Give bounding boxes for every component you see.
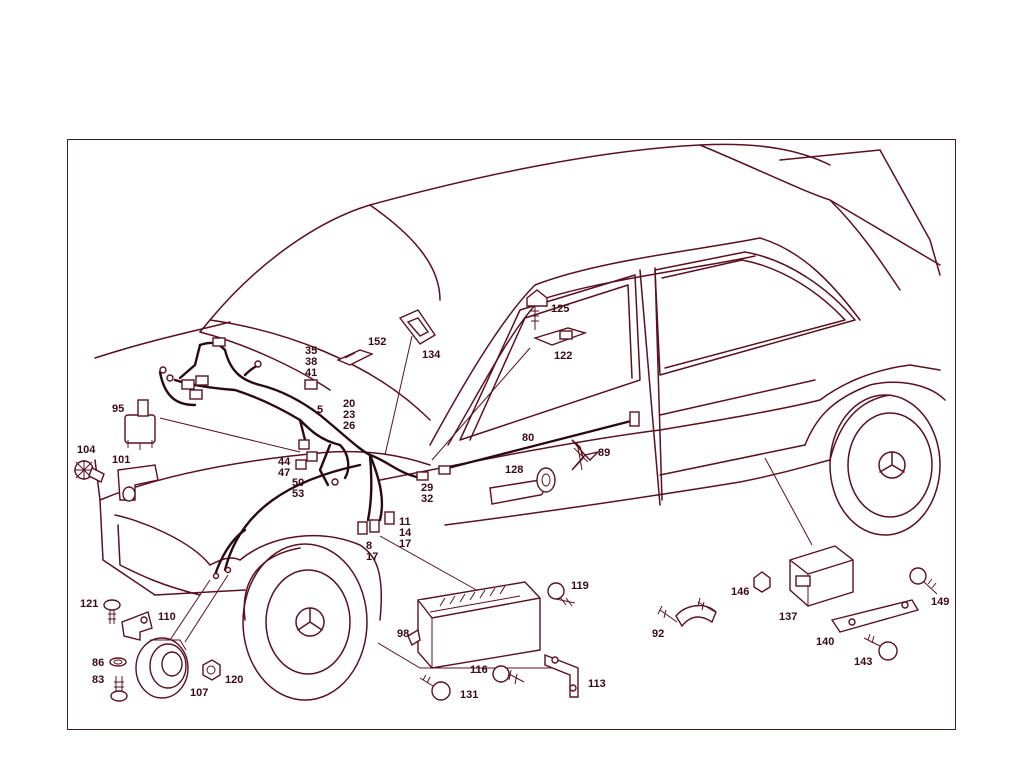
part-131-bolt: [419, 674, 451, 701]
callout-14: 14: [399, 527, 412, 539]
part-146-nut: [753, 571, 771, 593]
callout-80: 80: [522, 432, 534, 444]
part-101-bracket: [117, 464, 159, 502]
callout-122: 122: [554, 350, 572, 362]
callout-32: 32: [421, 493, 433, 505]
callout-113: 113: [588, 678, 606, 690]
callout-146: 146: [731, 586, 749, 598]
part-86-washer: [109, 657, 127, 667]
callout-35: 35: [305, 345, 317, 357]
callout-152: 152: [368, 336, 386, 348]
callout-95: 95: [112, 403, 124, 415]
part-149-bolt: [909, 567, 938, 595]
part-113-bracket: [544, 653, 579, 698]
callout-5: 5: [317, 404, 323, 416]
wiring-harness: [158, 337, 640, 580]
callout-125: 125: [551, 303, 569, 315]
callout-8: 8: [366, 540, 372, 552]
part-140-bracket: [830, 599, 920, 633]
callout-101: 101: [112, 454, 130, 466]
callout-121: 121: [80, 598, 98, 610]
callout-20: 20: [343, 398, 355, 410]
callout-labels: 35 38 41 152 134 125 122 95 5 20 23 26 8…: [77, 303, 949, 701]
callout-44: 44: [278, 456, 291, 468]
part-134-relay: [398, 309, 436, 345]
part-137-control-unit: [789, 545, 854, 607]
part-116-screw: [492, 665, 525, 685]
part-83-bolt: [110, 676, 128, 702]
callout-53: 53: [292, 488, 304, 500]
callout-98: 98: [397, 628, 409, 640]
callout-128: 128: [505, 464, 523, 476]
part-107-horn: [135, 637, 189, 699]
callout-50: 50: [292, 477, 304, 489]
callout-119: 119: [571, 580, 589, 592]
callout-134: 134: [422, 349, 441, 361]
car-body: [94, 143, 946, 701]
callout-41: 41: [305, 367, 317, 379]
part-121-screw: [103, 599, 121, 624]
callout-120: 120: [225, 674, 243, 686]
callout-29: 29: [421, 482, 433, 494]
part-122-clip: [532, 327, 588, 346]
part-98-control-module: [407, 581, 541, 669]
part-95-switch: [124, 399, 156, 450]
callout-11: 11: [399, 516, 411, 528]
callout-107: 107: [190, 687, 208, 699]
part-128-handle: [489, 467, 556, 505]
part-92-clamp: [657, 597, 717, 628]
callout-137: 137: [779, 611, 797, 623]
part-104-sensor: [74, 460, 105, 483]
callout-47: 47: [278, 467, 290, 479]
callout-26: 26: [343, 420, 355, 432]
callout-149: 149: [931, 596, 949, 608]
part-120-nut: [202, 659, 221, 681]
parts: [74, 289, 938, 702]
leader-lines: [159, 315, 813, 669]
callout-110: 110: [158, 611, 176, 623]
part-125-screw: [526, 289, 548, 325]
callout-104: 104: [77, 444, 96, 456]
callout-86: 86: [92, 657, 104, 669]
callout-38: 38: [305, 356, 317, 368]
callout-92: 92: [652, 628, 664, 640]
callout-83: 83: [92, 674, 104, 686]
callout-143: 143: [854, 656, 872, 668]
diagram-frame: [67, 139, 956, 730]
callout-140: 140: [816, 636, 834, 648]
callout-89: 89: [598, 447, 610, 459]
part-152-bracket: [336, 349, 374, 366]
part-119-screw: [547, 582, 576, 607]
callout-23: 23: [343, 409, 355, 421]
callout-131: 131: [460, 689, 478, 701]
callout-17a: 17: [366, 551, 378, 563]
callout-17b: 17: [399, 538, 411, 550]
part-143-bolt: [863, 633, 898, 661]
callout-116: 116: [470, 664, 488, 676]
part-89-connector: [571, 439, 601, 471]
part-110-bracket: [121, 611, 153, 641]
